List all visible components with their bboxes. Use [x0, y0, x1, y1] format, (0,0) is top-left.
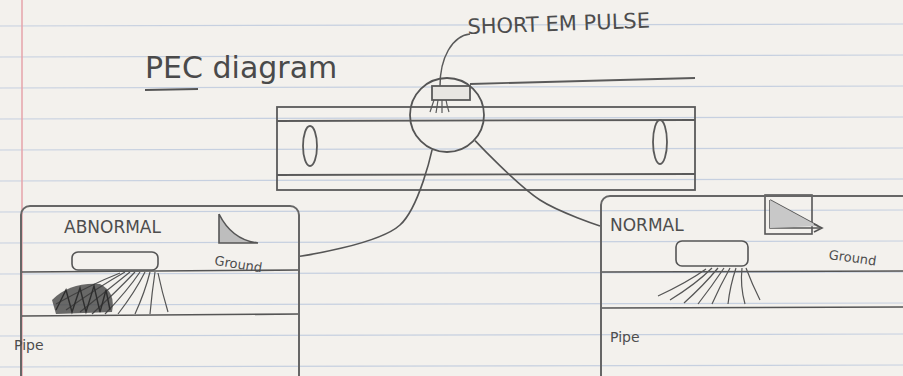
pipe-end: [653, 120, 667, 164]
node-label: Ground: [214, 253, 264, 275]
pipe-drawing: [277, 34, 695, 190]
inspection-circle: SHORT EM PULSE: [409, 77, 485, 153]
node-heading: ABNORMAL: [64, 217, 161, 237]
pipe-inner-wall: [22, 314, 300, 316]
corrosion-scribble: [56, 286, 110, 312]
inset-box: ABNORMALGroundPipe: [20, 205, 300, 376]
axis-arrow: [814, 224, 822, 232]
probe-sensor: [432, 86, 470, 100]
corrosion-shading: [52, 284, 113, 314]
probe-sensor: [72, 252, 158, 270]
probe-sensor: [676, 241, 748, 266]
node-label: Ground: [828, 247, 877, 269]
pipe-surface: [602, 271, 903, 272]
abnormal-inset-drawing: [22, 214, 300, 316]
title-underline: [145, 89, 198, 90]
node-label: Pipe: [610, 329, 640, 345]
decay-curve-symbol: [219, 214, 258, 243]
decay-line-shading: [770, 200, 818, 228]
diagram-title: PEC diagram: [145, 50, 337, 85]
connector-line: [475, 141, 600, 226]
node-label: Pipe: [14, 337, 44, 353]
normal-inset-drawing: [602, 195, 903, 308]
circle-outline: [409, 77, 485, 153]
node-heading: NORMAL: [610, 215, 684, 235]
circle-outline: [410, 78, 484, 152]
connector-line: [300, 150, 432, 256]
pipe-wall: [277, 120, 695, 121]
pipe-outline: [277, 107, 695, 190]
pipe-wall: [277, 174, 695, 175]
node-heading: SHORT EM PULSE: [467, 9, 650, 39]
probe-cable: [470, 78, 695, 84]
pipe-end: [303, 126, 317, 166]
pulse-field: [430, 100, 449, 113]
pipe-inner-wall: [602, 307, 903, 308]
inset-box: NORMAL GroundPipe: [600, 195, 903, 376]
eddy-current-lines: [658, 268, 760, 304]
decay-line-symbol: [770, 200, 820, 228]
